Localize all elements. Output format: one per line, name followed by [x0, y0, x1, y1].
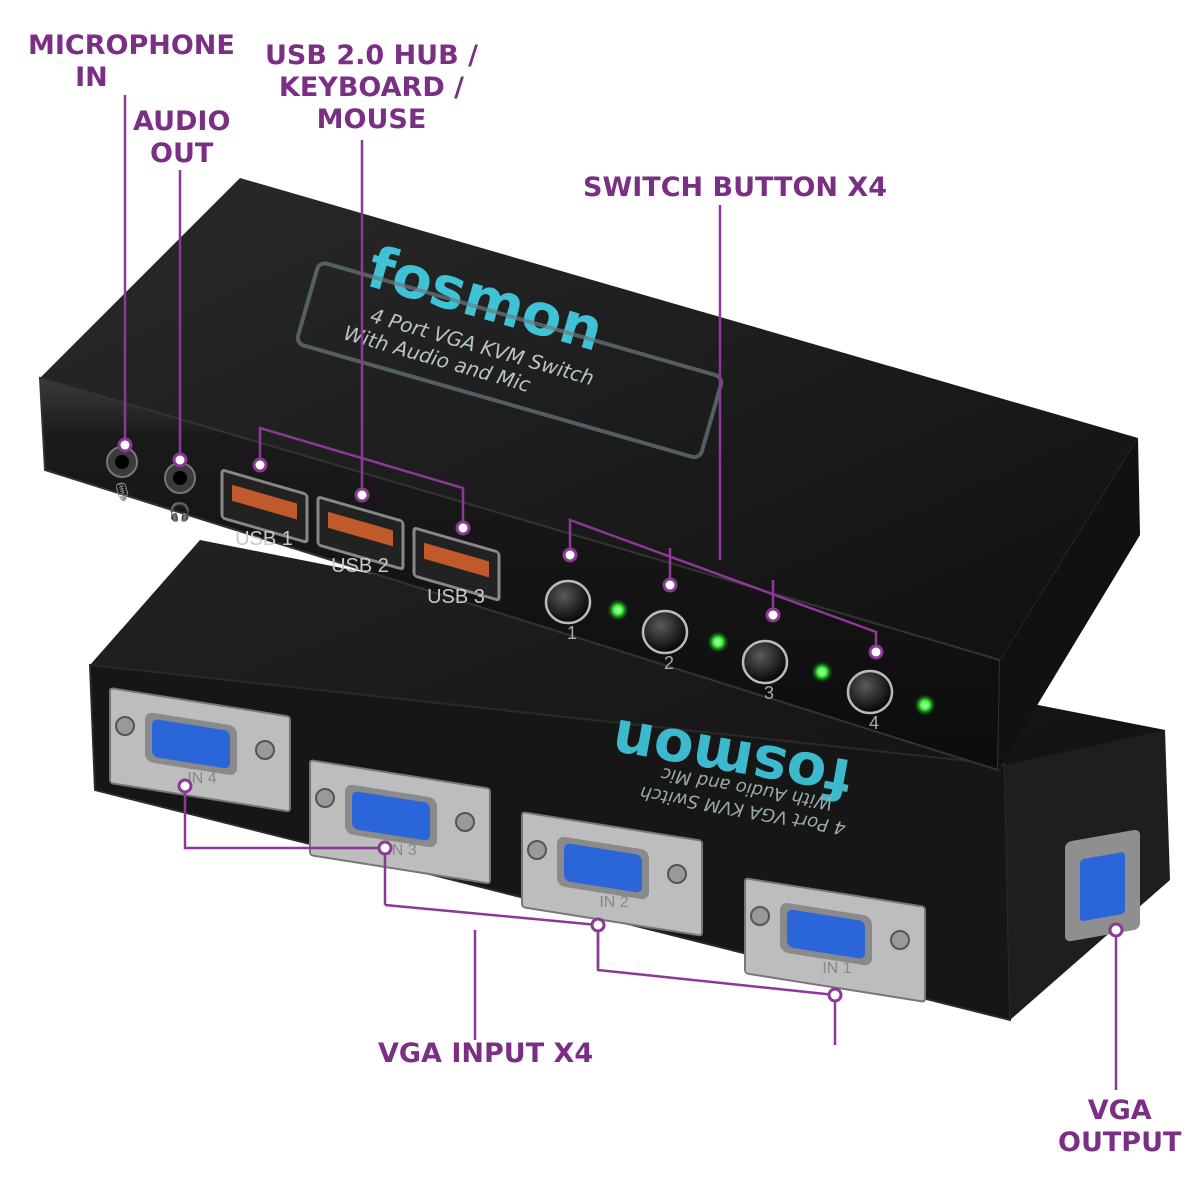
callout-audio-out: AUDIO OUT [133, 106, 230, 170]
callout-switch-button: SWITCH BUTTON X4 [583, 172, 887, 204]
vga-input-ports: IN 4 IN 3 IN 2 IN 1 [109, 687, 926, 1003]
upper-unit-top-face [40, 178, 1138, 660]
lower-unit-top-face [90, 540, 1165, 955]
microphone-jack[interactable]: 🎙 [106, 446, 138, 502]
switch-buttons: 1 2 3 4 [544, 579, 936, 733]
callout-audio-line1: AUDIO [133, 106, 231, 137]
callout-lines [123, 95, 1118, 1090]
switch-button-number: 1 [567, 623, 577, 643]
switch-button-2[interactable]: 2 [641, 609, 689, 673]
callout-microphone-in: MICROPHONE IN [28, 30, 235, 94]
callout-switch-line1: SWITCH BUTTON X4 [583, 172, 888, 203]
vga-port-label: IN 2 [599, 894, 628, 911]
callout-vga-input-line1: VGA INPUT X4 [378, 1038, 594, 1069]
callout-usb-line2: KEYBOARD / [278, 72, 465, 103]
vga-input-port-2[interactable]: IN 2 [521, 811, 703, 937]
upper-logo-group: fosmon 4 Port VGA KVM Switch With Audio … [295, 233, 724, 460]
status-led-4 [914, 694, 936, 716]
switch-button-number: 3 [764, 683, 774, 703]
callout-microphone-line1: MICROPHONE [28, 30, 235, 61]
usb-port-label: USB 2 [331, 555, 389, 577]
usb-port-3[interactable]: USB 3 [412, 527, 501, 608]
callout-usb-line3: MOUSE [316, 104, 427, 135]
callout-microphone-line2: IN [75, 62, 108, 93]
switch-button-number: 4 [869, 713, 879, 733]
microphone-icon: 🎙 [111, 482, 134, 502]
upper-kvm-unit: fosmon 4 Port VGA KVM Switch With Audio … [38, 178, 1140, 772]
status-led-3 [811, 661, 833, 683]
headphone-icon: 🎧 [169, 501, 191, 522]
lower-kvm-unit: fosmon 4 Port VGA KVM Switch With Audio … [88, 540, 1170, 1022]
callout-vga-output-line2: OUTPUT [1058, 1127, 1182, 1158]
vga-port-label: IN 3 [387, 842, 416, 859]
usb-port-label: USB 3 [427, 586, 485, 608]
usb-port-2[interactable]: USB 2 [316, 496, 405, 577]
switch-button-1[interactable]: 1 [544, 579, 592, 643]
status-led-1 [607, 599, 629, 621]
switch-button-3[interactable]: 3 [741, 639, 789, 703]
vga-port-label: IN 4 [187, 770, 216, 787]
usb-ports: USB 1 USB 2 USB 3 [220, 469, 501, 608]
vga-output-port[interactable] [1065, 829, 1140, 942]
switch-button-4[interactable]: 4 [846, 669, 894, 733]
vga-input-port-4[interactable]: IN 4 [109, 687, 291, 813]
callout-audio-line2: OUT [150, 138, 214, 169]
callout-dots [117, 437, 1124, 1003]
vga-port-label: IN 1 [822, 960, 851, 977]
vga-input-port-1[interactable]: IN 1 [744, 877, 926, 1003]
upper-unit-side [998, 438, 1140, 770]
callout-vga-output: VGA OUTPUT [1058, 1095, 1181, 1159]
usb-port-label: USB 1 [235, 528, 293, 550]
vga-input-port-3[interactable]: IN 3 [309, 759, 491, 885]
usb-port-1[interactable]: USB 1 [220, 469, 309, 550]
callout-vga-output-line1: VGA [1087, 1095, 1152, 1126]
callout-usb-hub: USB 2.0 HUB / KEYBOARD / MOUSE [265, 40, 478, 136]
callout-usb-line1: USB 2.0 HUB / [265, 40, 478, 71]
status-led-2 [707, 631, 729, 653]
switch-button-number: 2 [664, 653, 674, 673]
callout-vga-input: VGA INPUT X4 [378, 1038, 593, 1070]
